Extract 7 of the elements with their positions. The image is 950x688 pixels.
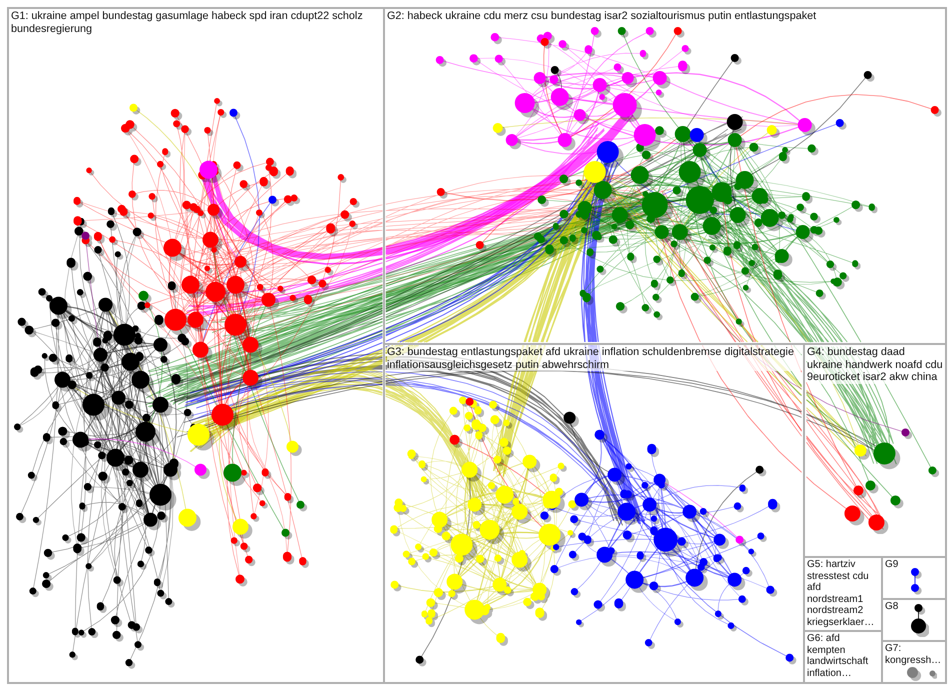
group-label: G6: afd kempten landwirtschaft inflation… <box>807 633 870 679</box>
group-label: G9 <box>885 559 898 570</box>
group-label: G5: hartziv stresstest cdu afd nordstream1 nordstream2 kriegserklaer… <box>807 559 876 628</box>
group-label: G8 <box>885 601 898 612</box>
group-label: G2: habeck ukraine cdu merz csu bundestag isar2 sozialtourismus putin entlastungspaket <box>387 10 816 22</box>
group-box <box>881 640 947 684</box>
group-label: G7: kongressh… <box>885 643 942 666</box>
